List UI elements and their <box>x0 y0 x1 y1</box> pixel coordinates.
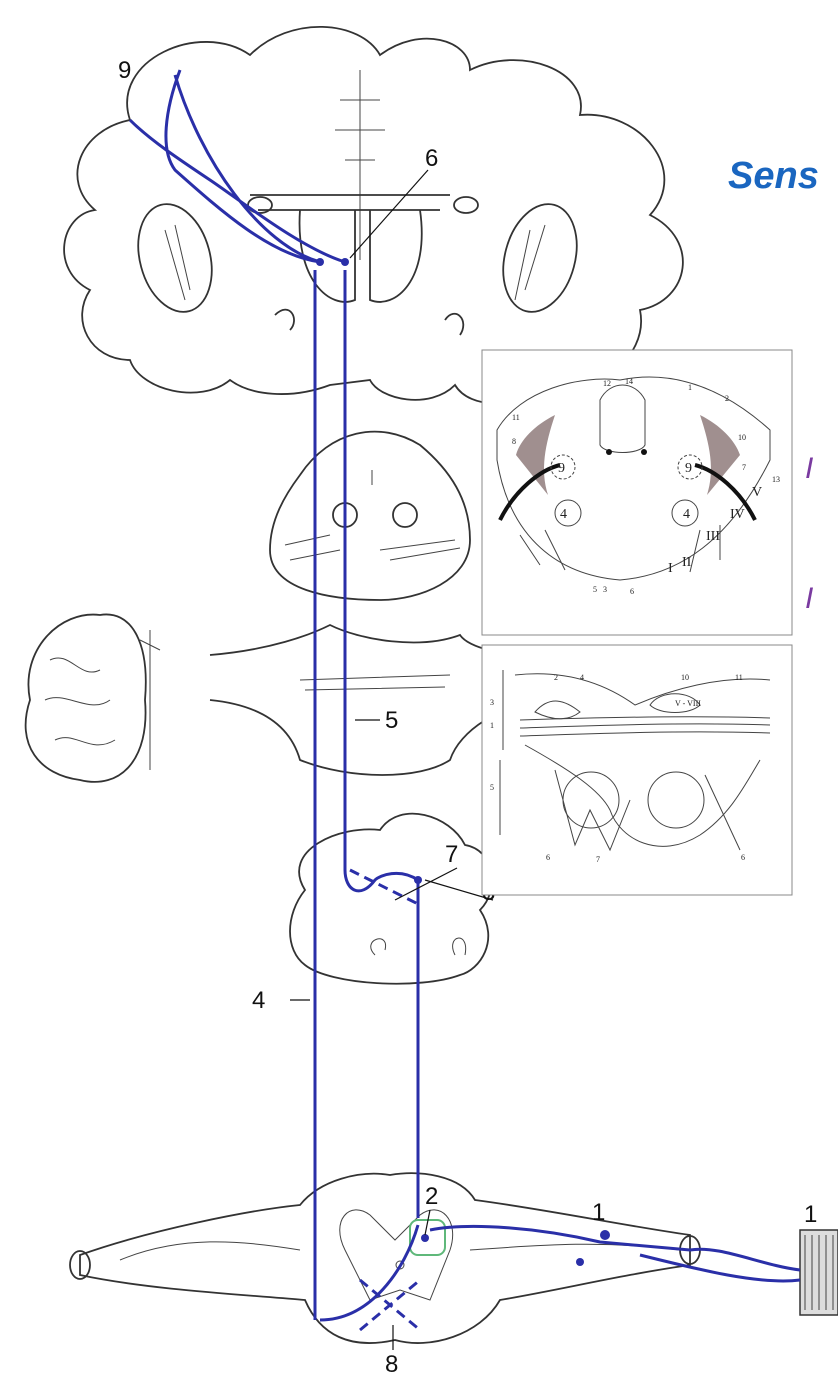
inset-top-n8: 8 <box>512 437 516 446</box>
midbrain-section <box>270 432 470 600</box>
inset-bottom-n6a: 6 <box>546 853 550 862</box>
inset-bottom-n1: 1 <box>490 721 494 730</box>
inset-top-roman-IV: IV <box>730 507 745 522</box>
side-text-fragment-1: I <box>805 452 813 485</box>
inset-top-n5: 5 <box>593 585 597 594</box>
inset-top-roman-V: V <box>752 485 762 500</box>
cerebellum <box>26 614 160 781</box>
label-8: 8 <box>385 1351 398 1378</box>
inset-bottom-n4: 4 <box>580 673 584 682</box>
inset-top-n3: 3 <box>603 585 607 594</box>
inset-bottom-n7: 7 <box>596 855 600 864</box>
brain-coronal-section <box>64 27 683 403</box>
spinal-segment-path <box>320 1225 418 1320</box>
thalamus-node-6a <box>316 258 324 266</box>
inset-bottom-n10: 10 <box>681 673 689 682</box>
label-2: 2 <box>425 1183 438 1210</box>
thalamus-node-6b <box>341 258 349 266</box>
decussation-8 <box>360 1280 420 1330</box>
medulla-section <box>290 814 492 984</box>
inset-bottom-n5: 5 <box>490 783 494 792</box>
label-4: 4 <box>252 987 265 1014</box>
ganglion-node-1 <box>600 1230 610 1240</box>
inset-top-n1: 1 <box>688 383 692 392</box>
spinal-cord-section <box>70 1173 700 1343</box>
peripheral-nerve-path <box>430 1226 800 1281</box>
inset-top: 12 14 1 2 11 10 8 7 13 5 3 6 9 9 4 4 V I… <box>482 350 792 635</box>
medulla-nucleus-3 <box>414 876 422 884</box>
inset-bottom: 2 4 10 11 3 1 5 6 7 6 V - VIII <box>482 645 792 895</box>
inset-top-n11: 11 <box>512 413 520 422</box>
inset-bottom-n3: 3 <box>490 698 494 707</box>
inset-top-circle-4a: 4 <box>560 507 567 522</box>
inset-top-circle-4b: 4 <box>683 507 690 522</box>
inset-bottom-roman-range: V - VIII <box>675 699 701 708</box>
inset-top-roman-II: II <box>682 555 692 570</box>
inset-top-roman-I: I <box>668 561 673 576</box>
leader-lines <box>290 170 493 1350</box>
label-7: 7 <box>445 841 458 868</box>
inset-top-roman-III: III <box>706 529 720 544</box>
inset-bottom-n2: 2 <box>554 673 558 682</box>
inset-top-n12: 12 <box>603 379 611 388</box>
title-fragment: Sens <box>728 155 819 197</box>
inset-top-n14: 14 <box>625 377 633 386</box>
label-1-receptor: 1 <box>804 1201 817 1228</box>
label-9: 9 <box>118 57 131 84</box>
inset-top-n10: 10 <box>738 433 746 442</box>
inset-top-circle-9b: 9 <box>685 461 692 476</box>
inset-top-n2: 2 <box>725 394 729 403</box>
horn-node-2 <box>421 1234 429 1242</box>
inset-bottom-n6b: 6 <box>741 853 745 862</box>
label-5: 5 <box>385 707 398 734</box>
label-1-ganglion: 1 <box>592 1199 605 1226</box>
side-text-fragment-2: I <box>805 582 813 615</box>
inset-top-n6: 6 <box>630 587 634 596</box>
inset-top-n13: 13 <box>772 475 780 484</box>
inset-bottom-n11: 11 <box>735 673 743 682</box>
thalamocortical-path <box>130 70 345 262</box>
receptor-skin <box>800 1230 838 1315</box>
inset-top-circle-9a: 9 <box>558 461 565 476</box>
inset-top-n7: 7 <box>742 463 746 472</box>
label-6: 6 <box>425 145 438 172</box>
ganglion-node-1b <box>576 1258 584 1266</box>
